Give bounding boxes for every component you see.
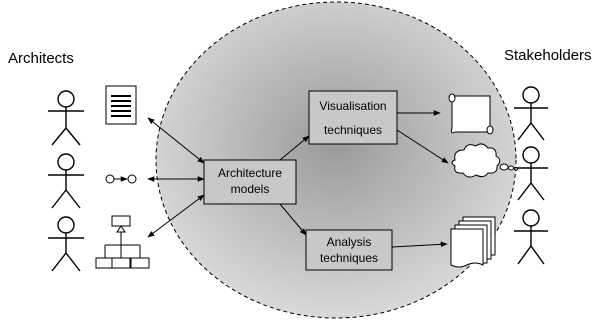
stakeholder-figure-3 xyxy=(514,209,548,265)
visualisation-label-line1: Visualisation xyxy=(319,99,386,113)
stakeholder-figure-2 xyxy=(514,146,548,201)
analysis-label-line2: techniques xyxy=(320,251,378,265)
arrow-models-analysis xyxy=(279,203,307,236)
scope-circle xyxy=(155,1,517,319)
architecture-models-label-line1: Architecture xyxy=(218,166,282,180)
analysis-label-line1: Analysis xyxy=(327,235,372,249)
connector-icon xyxy=(105,174,137,184)
thought-cloud-icon xyxy=(451,143,518,178)
architecture-models-box: Architecture models xyxy=(203,159,297,205)
analysis-techniques-box: Analysis techniques xyxy=(305,229,393,271)
document-icon xyxy=(105,85,137,125)
architect-figure-3 xyxy=(48,216,84,272)
hierarchy-icon xyxy=(95,215,150,269)
architect-figure-2 xyxy=(48,153,84,209)
arrow-analysis-documents xyxy=(391,241,448,248)
stakeholders-heading: Stakeholders xyxy=(504,47,592,64)
architect-figure-1 xyxy=(48,90,84,146)
arrow-document-models xyxy=(147,117,205,164)
architecture-models-label-line2: models xyxy=(231,182,270,196)
scroll-icon xyxy=(448,93,494,135)
arrow-visualisation-cloud xyxy=(396,129,449,164)
arrow-models-visualisation xyxy=(279,135,310,161)
visualisation-label-line2: techniques xyxy=(324,123,382,137)
visualisation-techniques-box: Visualisation techniques xyxy=(308,90,398,145)
architects-heading: Architects xyxy=(8,50,74,67)
arrow-hierarchy-models xyxy=(147,194,205,238)
stacked-documents-icon xyxy=(450,216,496,268)
stakeholder-figure-1 xyxy=(514,86,548,141)
